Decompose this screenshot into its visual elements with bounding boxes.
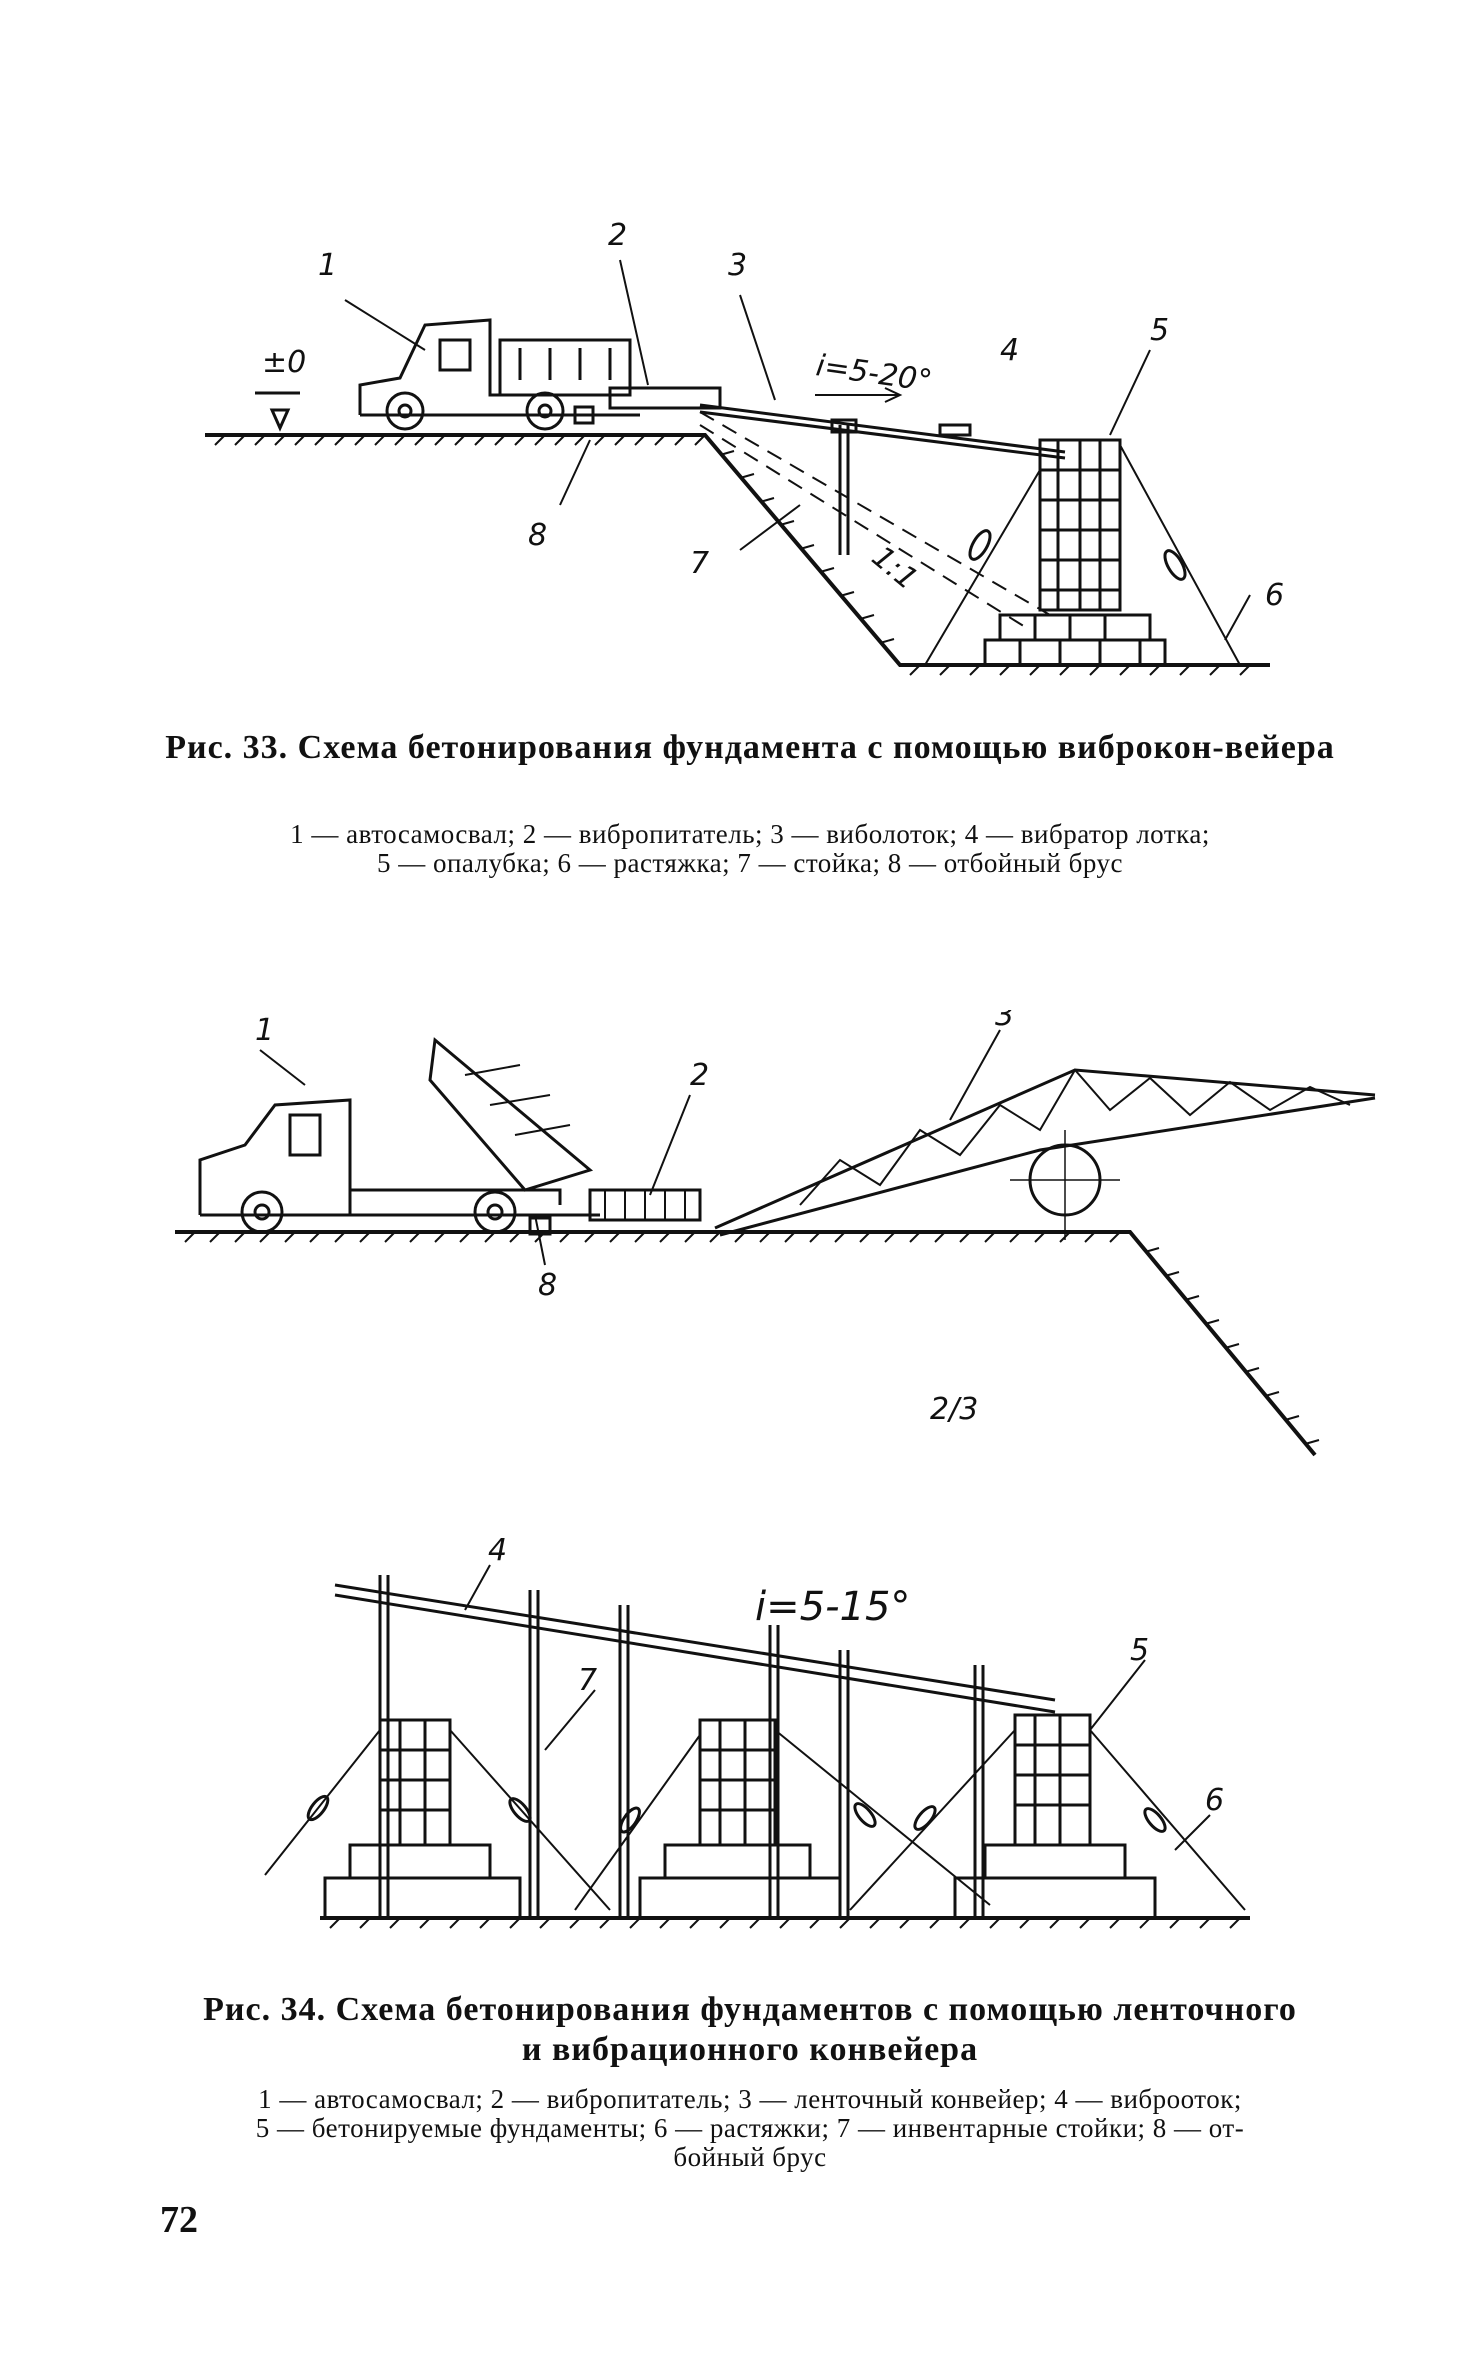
fig34-legend-line3: бойный брус: [673, 2142, 827, 2172]
fig33-caption-label: Рис. 33.: [165, 729, 289, 766]
fig33-legend-line2: 5 — опалубка; 6 — растяжка; 7 — стойка; …: [376, 848, 1123, 878]
fig34a-label-2: 2: [690, 1058, 709, 1093]
fig33-label-7: 7: [690, 546, 709, 581]
figure-33-drawing: 1 2 3 4 5 6 7 8 ±0 i=5-20° 1:1: [0, 200, 1477, 690]
fig34-caption-text-line1: Схема бетонирования фундаментов с помощь…: [335, 1991, 1297, 2028]
figure-34a-svg: 1 2 3 8: [175, 1010, 1376, 1457]
fig33-label-2: 2: [608, 218, 627, 253]
fig34-legend-line2: 5 — бетонируемые фундаменты; 6 — растяжк…: [255, 2113, 1245, 2143]
fig34a-label-1: 1: [255, 1013, 274, 1048]
fig33-caption: Рис. 33. Схема бетонирования фундамента …: [160, 728, 1340, 768]
figure-33-svg: 1 2 3 4 5 6 7 8 ±0 i=5-20° 1:1: [205, 218, 1284, 676]
fig34-legend-line1: 1 — автосамосвал; 2 — вибропитатель; 3 —…: [258, 2084, 1242, 2114]
fig33-legend-line1: 1 — автосамосвал; 2 — вибропитатель; 3 —…: [290, 819, 1210, 849]
fig34b-label-4: 4: [488, 1533, 507, 1568]
fig34-caption-label: Рис. 34.: [203, 1991, 327, 2028]
fig33-label-3: 3: [728, 248, 747, 283]
fig34b-slope-label: i=5-15°: [755, 1584, 910, 1630]
fig33-slope-label: i=5-20°: [814, 348, 934, 399]
fig33-label-5: 5: [1150, 313, 1169, 348]
fig33-bank-label: 1:1: [865, 539, 924, 597]
fig33-label-4: 4: [1000, 333, 1019, 368]
fig33-level-mark: ±0: [262, 345, 306, 380]
fig34-caption: Рис. 34. Схема бетонирования фундаментов…: [160, 1990, 1340, 2070]
fig33-label-6: 6: [1265, 578, 1284, 613]
fig33-label-1: 1: [318, 248, 337, 283]
fig34-legend: 1 — автосамосвал; 2 — вибропитатель; 3 —…: [160, 2085, 1340, 2172]
figure-34b-drawing: 4 5 6 7 i=5-15°: [0, 1530, 1477, 1950]
fig34b-label-6: 6: [1205, 1783, 1224, 1818]
fig34-caption-text-line2: и вибрационного конвейера: [521, 2031, 979, 2068]
figure-34b-svg: 4 5 6 7 i=5-15°: [264, 1533, 1250, 1929]
fig33-label-8: 8: [528, 518, 547, 553]
fig34a-label-8: 8: [538, 1268, 557, 1303]
fig33-caption-text: Схема бетонирования фундамента с помощью…: [297, 729, 1335, 766]
fig34b-label-7: 7: [578, 1663, 597, 1698]
figure-34a-drawing: 1 2 3 8: [0, 1010, 1477, 1470]
handwritten-stamp: 2/3: [930, 1392, 979, 1427]
page-number: 72: [160, 2199, 198, 2241]
fig33-legend: 1 — автосамосвал; 2 — вибропитатель; 3 —…: [160, 820, 1340, 878]
fig34b-label-5: 5: [1130, 1633, 1149, 1668]
fig34a-label-3: 3: [995, 1010, 1014, 1033]
